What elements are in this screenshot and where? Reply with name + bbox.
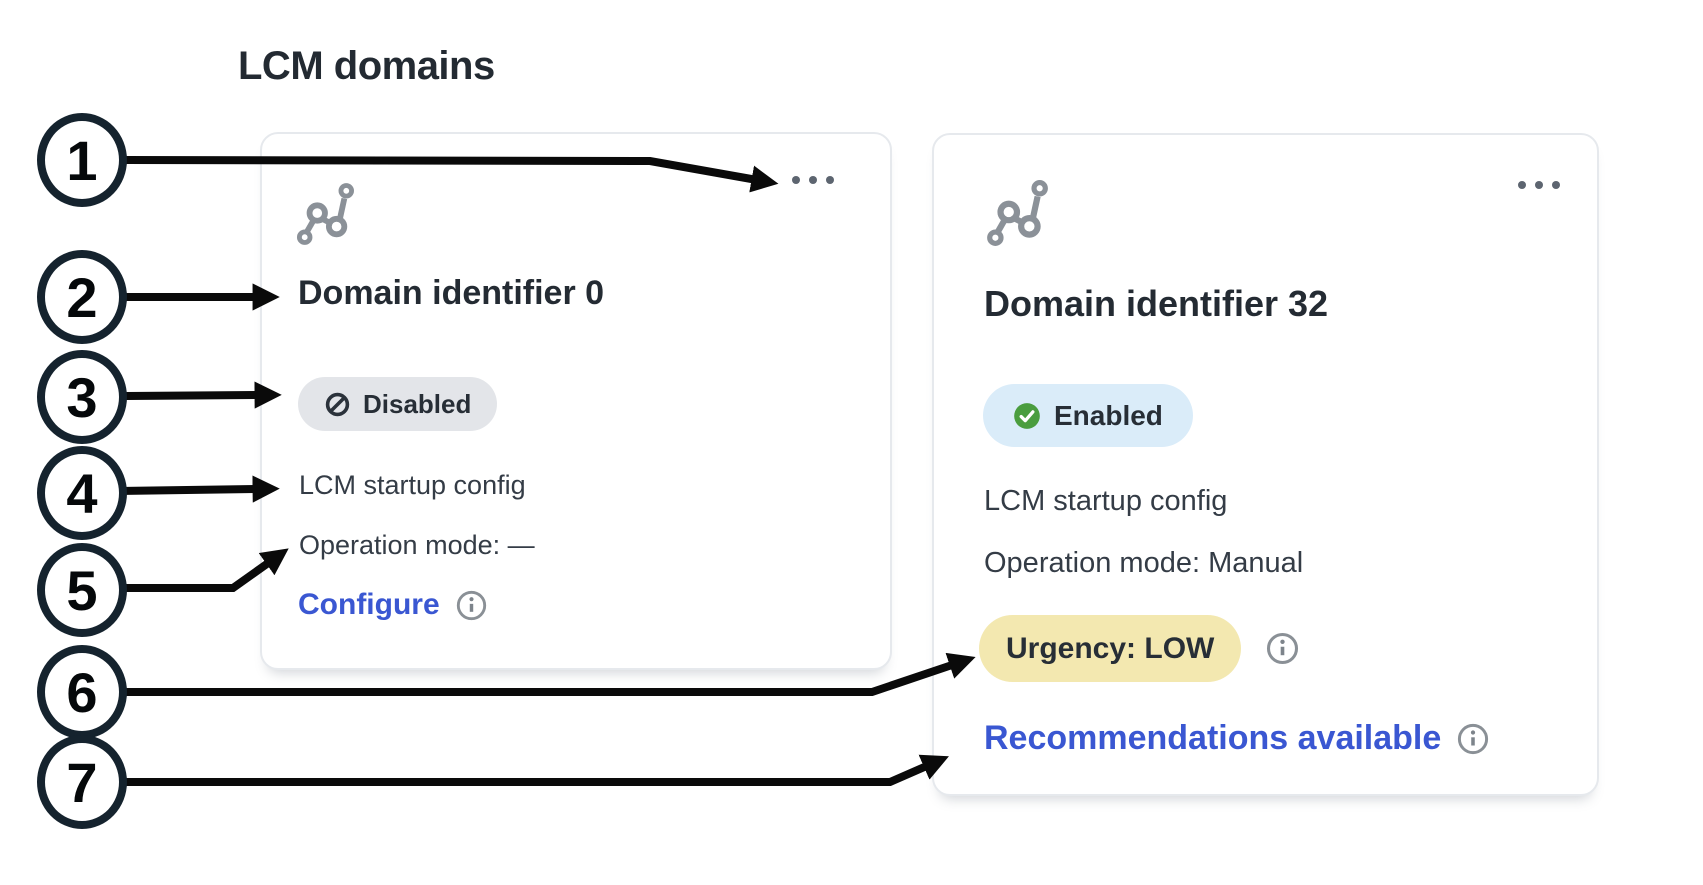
callout-number: 7 xyxy=(66,750,98,814)
card-actions-menu-button[interactable] xyxy=(1512,175,1566,195)
operation-mode-text: Operation mode: Manual xyxy=(984,547,1304,579)
ellipsis-icon xyxy=(792,176,800,184)
status-badge-label: Disabled xyxy=(363,388,472,419)
ellipsis-icon xyxy=(1535,181,1543,189)
callout-number: 1 xyxy=(66,128,98,192)
ellipsis-icon xyxy=(826,176,834,184)
callout-number: 4 xyxy=(66,461,98,525)
info-icon[interactable] xyxy=(1265,631,1300,666)
lcm-startup-config-text: LCM startup config xyxy=(984,485,1228,517)
callout-circle-1: 1 xyxy=(37,113,127,207)
callout-number: 2 xyxy=(66,265,98,329)
callout-circle-3: 3 xyxy=(37,350,127,444)
status-badge-enabled: Enabled xyxy=(983,384,1193,447)
urgency-badge: Urgency: LOW xyxy=(979,615,1242,682)
callout-number: 3 xyxy=(66,365,98,429)
operation-mode-text: Operation mode: — xyxy=(299,530,535,560)
callout-number: 5 xyxy=(66,558,98,622)
lcm-domain-card-32: Domain identifier 32 Enabled LCM startup… xyxy=(932,133,1599,796)
status-badge-disabled: Disabled xyxy=(298,377,498,431)
callout-circle-5: 5 xyxy=(37,543,127,637)
ellipsis-icon xyxy=(809,176,817,184)
info-icon[interactable] xyxy=(1456,722,1490,756)
status-badge-label: Enabled xyxy=(1054,399,1163,431)
ellipsis-icon xyxy=(1518,181,1526,189)
callout-arrow-4 xyxy=(121,475,280,503)
info-icon[interactable] xyxy=(455,589,488,622)
card-actions-menu-button[interactable] xyxy=(786,170,840,190)
callout-circle-2: 2 xyxy=(37,250,127,344)
callout-circle-7: 7 xyxy=(37,735,127,829)
recommendations-available-link[interactable]: Recommendations available xyxy=(984,719,1442,757)
page-title: LCM domains xyxy=(238,44,495,88)
workflow-nodes-icon xyxy=(987,180,1048,246)
ban-icon xyxy=(325,392,350,416)
workflow-nodes-icon xyxy=(296,183,354,245)
domain-title: Domain identifier 0 xyxy=(298,274,605,312)
urgency-badge-label: Urgency: LOW xyxy=(1006,631,1215,665)
callout-arrow-5 xyxy=(118,548,289,592)
callout-arrow-7 xyxy=(122,754,949,786)
callout-circle-6: 6 xyxy=(37,645,127,739)
callout-arrow-3 xyxy=(121,381,282,409)
callout-circle-4: 4 xyxy=(37,446,127,540)
lcm-startup-config-text: LCM startup config xyxy=(299,470,526,500)
lcm-domain-card-0: Domain identifier 0 Disabled LCM startup… xyxy=(260,132,892,670)
domain-title: Domain identifier 32 xyxy=(984,283,1329,324)
configure-link[interactable]: Configure xyxy=(298,588,440,621)
check-circle-icon xyxy=(1014,402,1040,429)
ellipsis-icon xyxy=(1552,181,1560,189)
callout-number: 6 xyxy=(66,660,98,724)
